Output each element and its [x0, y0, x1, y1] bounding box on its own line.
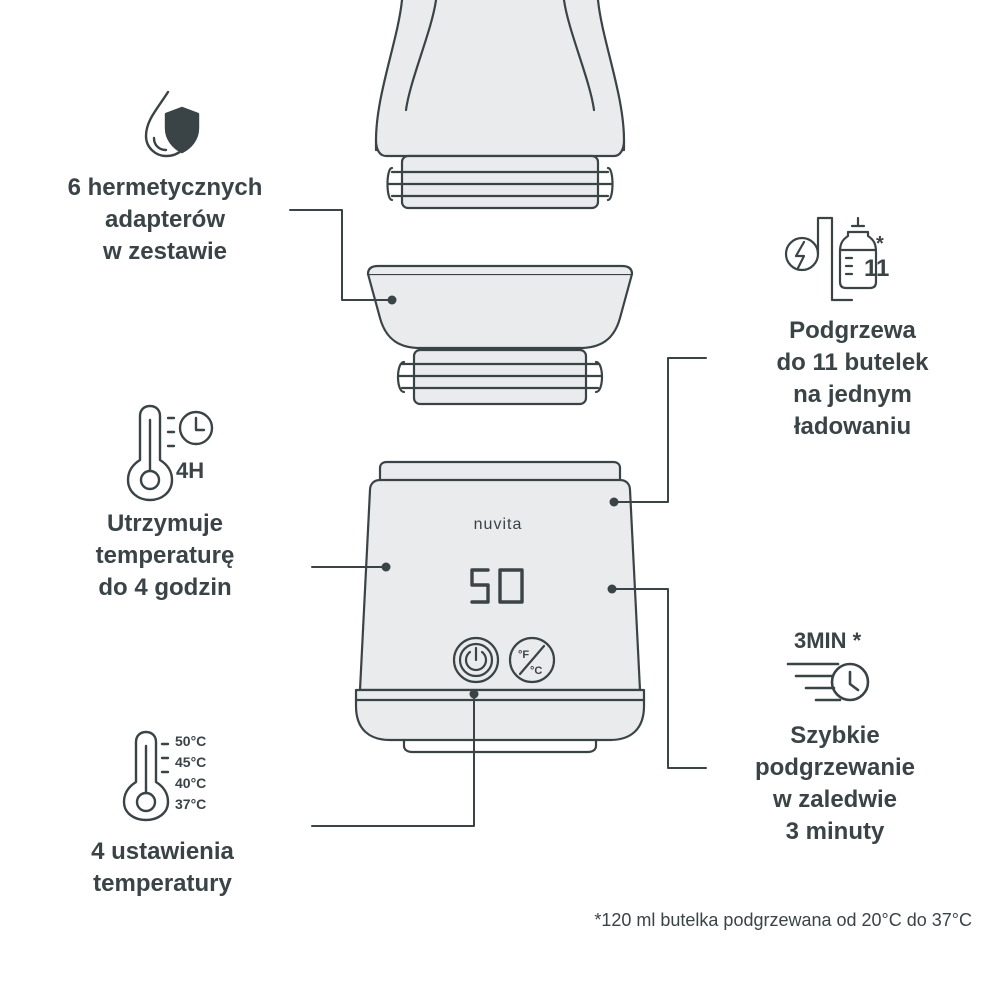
- unit-toggle-icon[interactable]: [508, 636, 556, 684]
- keep-warm-label-line: do 4 godzin: [98, 574, 232, 601]
- settings-label-line: 4 ustawienia: [91, 838, 234, 865]
- battery-bottle-icon: [784, 216, 878, 302]
- connector-lines: [289, 209, 707, 827]
- unit-toggle-label-f: °F: [518, 649, 529, 661]
- adapters-label: 6 hermetycznych adapterów w zestawie: [30, 172, 300, 268]
- charge-icon-asterisk: *: [876, 233, 884, 255]
- footnote: *120 ml butelka podgrzewana od 20°C do 3…: [594, 910, 972, 930]
- charge-label-line: Podgrzewa: [789, 317, 916, 344]
- keep-warm-icon-text: 4H: [176, 458, 204, 483]
- charge-label-line: na jednym: [793, 381, 912, 408]
- charge-label-line: do 11 butelek: [776, 349, 929, 376]
- bottle: [374, 0, 626, 210]
- charge-label-line: ładowaniu: [793, 413, 912, 440]
- fast-icon-text: 3MIN *: [794, 628, 862, 653]
- fast-heating-label-line: Szybkie: [790, 722, 880, 749]
- settings-temp-4: 37°C: [175, 796, 206, 812]
- connector-dots: [381, 295, 619, 699]
- settings-temp-3: 40°C: [175, 775, 206, 791]
- fast-heating-label-line: 3 minuty: [785, 818, 885, 845]
- brand-logo: nuvita: [474, 516, 523, 533]
- settings-label: 4 ustawienia temperatury: [50, 836, 275, 900]
- fast-heating-label-line: podgrzewanie: [754, 754, 916, 781]
- thermometer-clock-icon: [126, 404, 214, 502]
- fast-heating-label: Szybkie podgrzewanie w zaledwie 3 minuty: [715, 720, 955, 848]
- drop-shield-icon: [144, 90, 200, 158]
- settings-temp-2: 45°C: [175, 754, 206, 770]
- unit-toggle-label-c: °C: [530, 665, 542, 677]
- settings-label-line: temperatury: [93, 870, 232, 897]
- temperature-display: [470, 568, 524, 604]
- speed-clock-icon: [786, 662, 870, 702]
- thermometer-icon: [122, 730, 170, 822]
- adapter: [366, 264, 634, 406]
- charge-icon-count: 11: [864, 255, 889, 282]
- keep-warm-label-line: temperaturę: [95, 542, 235, 569]
- warmer: [354, 460, 646, 754]
- keep-warm-label-line: Utrzymuje: [106, 510, 224, 537]
- adapters-label-line: adapterów: [104, 206, 226, 233]
- power-icon[interactable]: [452, 636, 500, 684]
- settings-temp-1: 50°C: [175, 733, 206, 749]
- fast-heating-label-line: w zaledwie: [772, 786, 898, 813]
- keep-warm-label: Utrzymuje temperaturę do 4 godzin: [40, 508, 290, 604]
- adapters-label-line: 6 hermetycznych: [67, 174, 263, 201]
- charge-label: Podgrzewa do 11 butelek na jednym ładowa…: [740, 315, 965, 443]
- adapters-label-line: w zestawie: [102, 238, 228, 265]
